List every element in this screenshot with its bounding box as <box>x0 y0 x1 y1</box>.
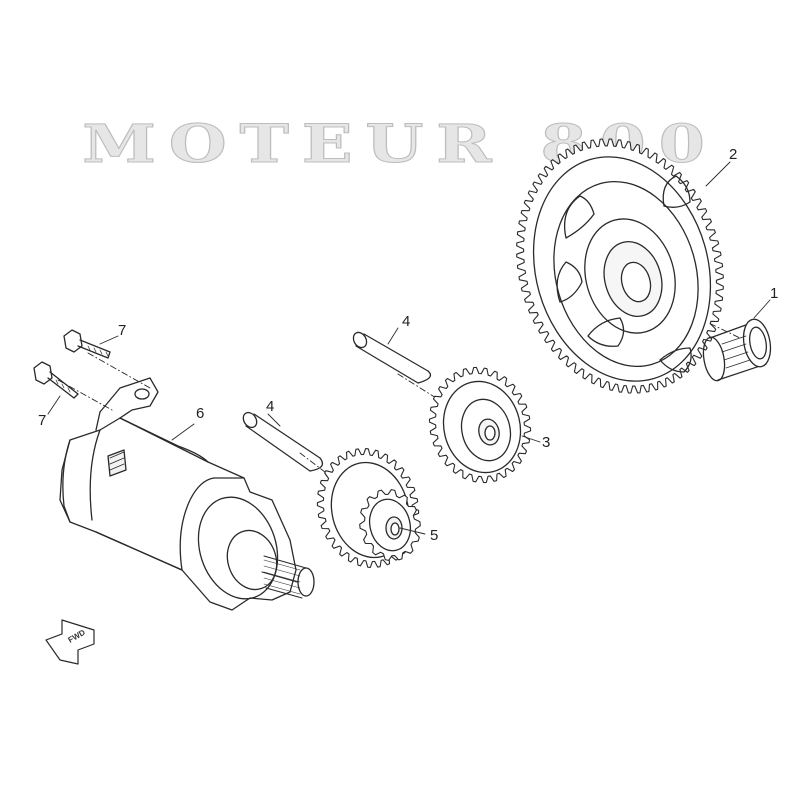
callout-1: 1 <box>770 285 779 302</box>
shaft-pin-upper-part-4 <box>352 331 432 384</box>
idle-gear-part-3 <box>428 366 532 484</box>
starter-motor-part-6 <box>59 377 315 611</box>
callout-4-upper: 4 <box>402 313 411 330</box>
bolt-upper-part-7 <box>63 329 111 359</box>
callout-7-lower: 7 <box>38 412 47 429</box>
callout-7-upper: 7 <box>118 322 127 339</box>
callout-5: 5 <box>430 527 439 544</box>
callout-2: 2 <box>729 146 738 163</box>
leader-lines <box>47 161 771 535</box>
callout-3: 3 <box>542 434 551 451</box>
ring-gear-part-2 <box>516 138 724 394</box>
callout-4-lower: 4 <box>266 398 275 415</box>
bolt-lower-part-7 <box>33 361 79 399</box>
shaft-pin-lower-part-4 <box>242 411 324 472</box>
fwd-direction-arrow <box>45 619 95 665</box>
callout-6: 6 <box>196 405 205 422</box>
double-gear-part-5 <box>316 448 421 568</box>
needle-bearing-part-1 <box>702 318 772 382</box>
